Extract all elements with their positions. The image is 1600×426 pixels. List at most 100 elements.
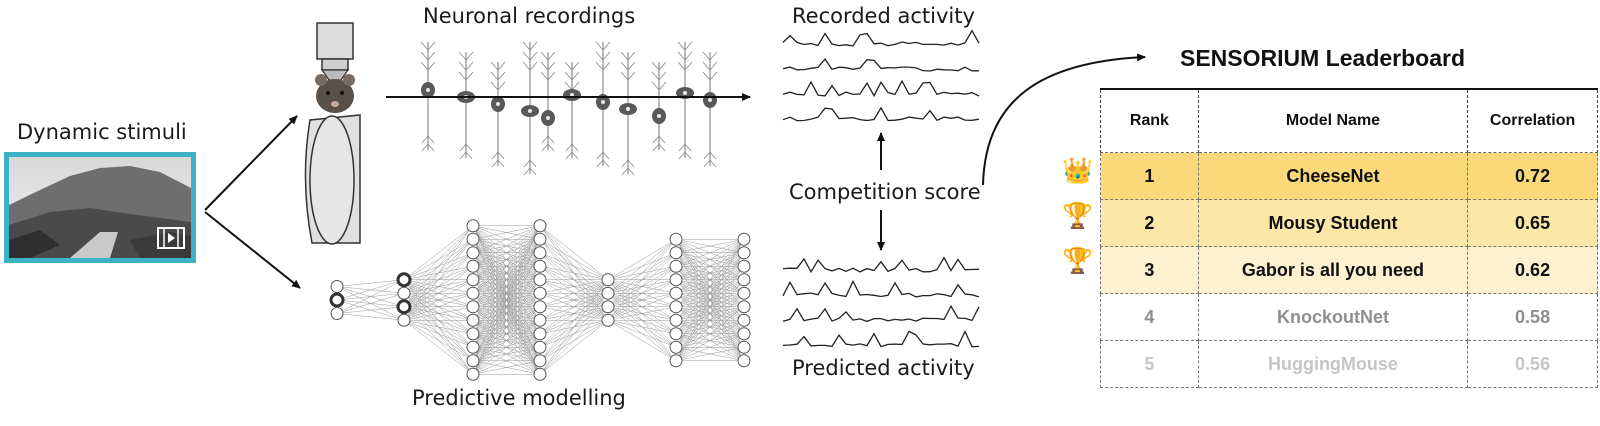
neuron-branch (571, 71, 580, 81)
network-edge (539, 225, 609, 280)
neuron-branch (458, 61, 467, 71)
neuron-branch (459, 151, 467, 160)
correlation-cell: 0.72 (1467, 152, 1598, 200)
neuron-branch (465, 151, 473, 160)
network-edge (403, 293, 474, 321)
leaderboard-header-row: Rank Model Name Correlation (1100, 88, 1598, 153)
network-node (737, 313, 751, 327)
neuron-branch (522, 51, 531, 61)
network-edge (607, 239, 677, 321)
neuron-branch (651, 81, 660, 91)
network-edge (472, 239, 541, 375)
network-edge (607, 239, 677, 294)
neuron-branch (658, 71, 667, 81)
network-edge (675, 239, 745, 348)
network-edge (607, 239, 677, 280)
model-column-header: Model Name (1197, 88, 1469, 153)
neuron-branch (491, 151, 499, 160)
network-edge (472, 225, 541, 321)
rank-cell: 4 (1100, 293, 1199, 341)
network-edge (607, 239, 677, 307)
network-edge (539, 306, 609, 375)
network-node (669, 340, 683, 354)
neuron-branch (571, 143, 579, 152)
network-edge (675, 239, 745, 267)
neuron-branch (490, 71, 499, 81)
neuron-branch (595, 61, 604, 71)
network-edge (675, 333, 745, 361)
network-edge (403, 306, 474, 321)
predicted-activity-label: Predicted activity (792, 356, 975, 380)
network-node (601, 313, 615, 327)
network-edge (472, 225, 541, 280)
neuron-branch (420, 41, 429, 51)
network-edge (336, 306, 405, 314)
network-node (466, 286, 480, 300)
neuron-branch (702, 71, 711, 81)
network-node (466, 340, 480, 354)
network-edge (403, 320, 474, 348)
neuron-branch (497, 61, 506, 71)
network-edge (607, 306, 677, 321)
network-edge (472, 225, 541, 334)
recorded-activity-label: Recorded activity (792, 4, 975, 28)
neuron-branch (547, 51, 556, 61)
trophy-icon: 🏆 (1062, 247, 1094, 275)
network-edge (539, 279, 609, 348)
neuron-branch (627, 71, 636, 81)
network-edge (472, 225, 541, 294)
network-edge (472, 320, 541, 375)
network-edge (403, 225, 474, 321)
neuron-branch (652, 143, 660, 152)
network-edge (675, 252, 745, 361)
neuron-branch (709, 61, 718, 71)
neuron-branch (627, 167, 635, 176)
network-node (466, 300, 480, 314)
neuron-branch (529, 167, 537, 176)
neuron-branch (421, 135, 429, 144)
network-edge (675, 320, 745, 361)
activity-trace (782, 279, 980, 298)
network-node (396, 299, 412, 315)
neuron-branch (465, 51, 474, 61)
network-edge (472, 360, 541, 375)
network-node (533, 313, 547, 327)
network-edge (675, 266, 745, 361)
neuron-branch (427, 143, 435, 152)
network-edge (607, 320, 677, 348)
network-node (737, 300, 751, 314)
network-edge (403, 225, 474, 294)
rank-cell: 3 (1100, 246, 1199, 294)
network-node (737, 327, 751, 341)
model-name-cell: HuggingMouse (1197, 340, 1469, 388)
network-edge (472, 252, 541, 375)
neuron-branch (465, 71, 474, 81)
neuron-branch (547, 71, 556, 81)
network-node (396, 272, 412, 288)
neuron-branch (627, 61, 636, 71)
neuron-branch (602, 51, 611, 61)
network-edge (472, 306, 541, 375)
neuron-branch (677, 51, 686, 61)
network-edge (539, 279, 609, 294)
activity-trace (782, 304, 980, 323)
network-node (669, 246, 683, 260)
network-edge (607, 252, 677, 321)
network-edge (472, 225, 541, 267)
network-edge (675, 239, 745, 334)
neuron-branch (547, 143, 555, 152)
neuron-branch (684, 51, 693, 61)
model-name-cell: CheeseNet (1197, 152, 1469, 200)
neuron-branch (678, 143, 686, 152)
neuron-branch (651, 71, 660, 81)
network-node (329, 292, 345, 308)
neuron-branch (465, 143, 473, 152)
network-edge (336, 293, 405, 314)
correlation-column-header: Correlation (1467, 88, 1598, 153)
neuron-branch (658, 143, 666, 152)
network-edge (472, 225, 541, 348)
neuron-nucleus (546, 116, 550, 120)
neuron-branch (522, 41, 531, 51)
network-edge (403, 225, 474, 307)
